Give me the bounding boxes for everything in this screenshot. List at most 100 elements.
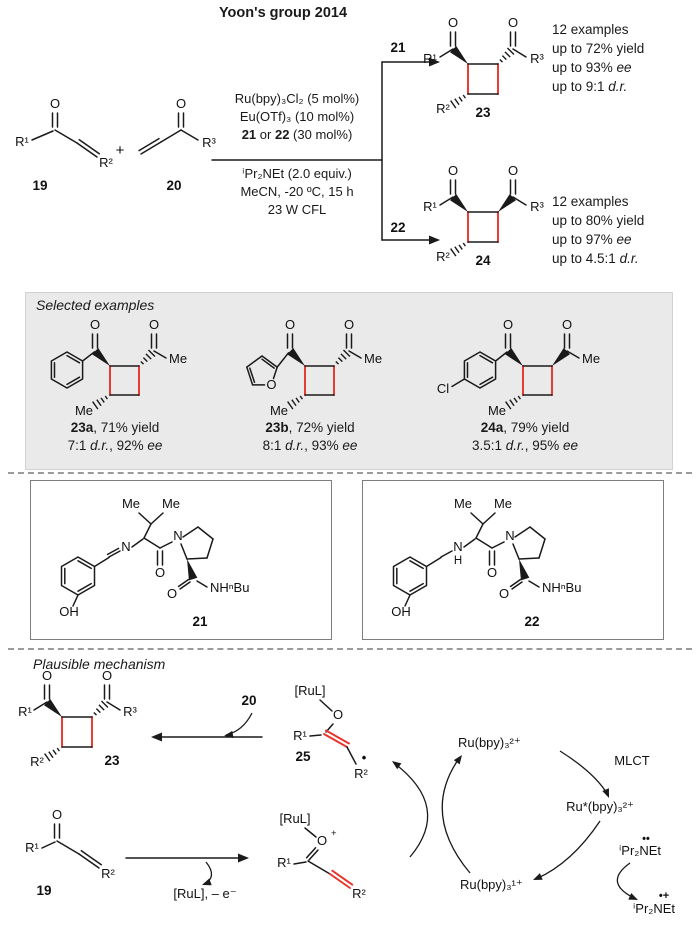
dr-value: 3.5:1 (471, 438, 506, 453)
me-label: Me (162, 496, 180, 511)
o-label: O (50, 96, 60, 111)
lone-pair-dots: •• (642, 833, 650, 845)
catalyst-21-ref: 21 (241, 127, 257, 142)
r1-label: R¹ (293, 728, 307, 743)
condition-line: Eu(OTf)₃ (10 mol%) (239, 109, 355, 124)
plus-charge: + (331, 828, 337, 839)
caption-line: 7:1 d.r., 92% ee (32, 437, 198, 455)
me-label: Me (122, 496, 140, 511)
proline-n-label: N (173, 528, 182, 543)
o-label: O (155, 565, 165, 580)
plus-sign: + (116, 142, 125, 159)
dr-word: d.r. (608, 79, 628, 94)
o-label: O (317, 833, 327, 848)
structure-21: OH N Me Me O N O N (59, 496, 249, 629)
r3-label: R³ (123, 704, 137, 719)
condition-line: 21 or 22 (30 mol%) (212, 126, 382, 144)
o-label: O (562, 317, 572, 332)
caption-line: 24a, 79% yield (442, 419, 608, 437)
yield-text: , 72% yield (288, 420, 355, 435)
mech-structure-25: [RuL] O R¹ • R² 25 (293, 683, 368, 781)
compound-25-number: 25 (295, 749, 311, 764)
caption-line: 8:1 d.r., 93% ee (227, 437, 393, 455)
r3-label: R³ (530, 199, 544, 214)
result-line: up to 93% ee (552, 58, 698, 77)
compound-19-number: 19 (32, 178, 47, 193)
r1-label: R¹ (277, 855, 291, 870)
me-label: Me (270, 403, 288, 418)
me-label: Me (454, 496, 472, 511)
compound-23-number: 23 (475, 105, 491, 120)
o-label: O (102, 668, 112, 683)
mech-arrow-left: 20 (151, 693, 263, 742)
amine-n-label: N (453, 539, 462, 554)
caption-23b: 23b, 72% yield 8:1 d.r., 93% ee (227, 419, 393, 455)
o-label: O (448, 15, 458, 30)
o-label: O (333, 707, 343, 722)
caption-24a: 24a, 79% yield 3.5:1 d.r., 95% ee (442, 419, 608, 455)
me-label: Me (582, 351, 600, 366)
result-line: up to 9:1 d.r. (552, 77, 698, 96)
oh-label: OH (59, 604, 79, 619)
mechanism-diagram: O R¹ O R³ R² 23 20 [RuL] O R¹ (18, 668, 675, 916)
result-line: up to 4.5:1 d.r. (552, 249, 698, 268)
ee-value: , 95% (524, 438, 564, 453)
ee-value: , 93% (304, 438, 343, 453)
o-label: O (90, 317, 100, 332)
compound-id: 24a (480, 420, 504, 435)
ee-value: , 92% (109, 438, 148, 453)
structure-19: R¹ O R² 19 (15, 96, 113, 193)
catalyst-22-ref: 22 (274, 127, 290, 142)
selected-examples-header: Selected examples (36, 297, 155, 313)
example-structures: O O Me Me O O (50, 317, 600, 418)
o-label: O (508, 15, 518, 30)
me-label: Me (75, 403, 93, 418)
ee-word: ee (616, 60, 632, 75)
oh-label: OH (391, 604, 411, 619)
amine-radical-label: ⁱPr₂NEt (633, 901, 675, 916)
me-label: Me (494, 496, 512, 511)
result-line: up to 80% yield (552, 213, 645, 228)
structure-24a: Cl O O Me Me (437, 317, 600, 418)
result-line: 12 examples (552, 22, 629, 37)
condition-line: Ru(bpy)₃Cl₂ (5 mol%) (234, 91, 360, 106)
structure-23: O R¹ O R³ R² 23 (423, 15, 544, 120)
ru1-label: Ru(bpy)₃¹⁺ (460, 877, 523, 892)
compound-21-number: 21 (192, 614, 208, 629)
r1-label: R¹ (15, 134, 29, 149)
r2-label: R² (30, 754, 44, 769)
condition-line: ⁱPr₂NEt (2.0 equiv.) (242, 166, 352, 181)
ligand-22-structure: OH N H Me Me O N O (391, 496, 581, 629)
r3-label: R³ (202, 135, 216, 150)
me-label: Me (488, 403, 506, 418)
ee-value: up to 97% (552, 232, 617, 247)
caption-line: 23a, 71% yield (32, 419, 198, 437)
structure-22: OH N H Me Me O N O (391, 496, 581, 629)
o-label: O (52, 807, 62, 822)
o-label: O (344, 317, 354, 332)
caption-line: 23b, 72% yield (227, 419, 393, 437)
radical-dot: • (362, 750, 367, 765)
r2-label: R² (352, 886, 366, 901)
dr-value: up to 9:1 (552, 79, 609, 94)
compound-23-number: 23 (104, 753, 120, 768)
radical-cation-dots: •+ (659, 890, 669, 902)
mech-structure-19: R¹ O R² 19 (25, 807, 115, 898)
structure-24: O R¹ O R³ R² 24 (423, 163, 544, 268)
structure-20: O R³ 20 (138, 96, 217, 193)
o-label: O (448, 163, 458, 178)
result-line: up to 72% yield (552, 41, 645, 56)
r1-label: R¹ (423, 199, 437, 214)
nhnbu-label: NHⁿBu (542, 580, 581, 595)
ee-word: ee (342, 438, 358, 453)
mechanism-header: Plausible mechanism (33, 656, 166, 672)
ee-word: ee (563, 438, 579, 453)
r2-label: R² (99, 155, 113, 170)
conditions-below-arrow: ⁱPr₂NEt (2.0 equiv.) MeCN, -20 ºC, 15 h … (212, 165, 382, 219)
caption-23a: 23a, 71% yield 7:1 d.r., 92% ee (32, 419, 198, 455)
r1-label: R¹ (25, 840, 39, 855)
condition-line: MeCN, -20 ºC, 15 h (240, 184, 354, 199)
mech-structure-complex: [RuL] O + R¹ R² (277, 811, 366, 901)
dashed-divider-top (8, 472, 692, 474)
ligand-21-structure: OH N Me Me O N O N (59, 496, 249, 629)
